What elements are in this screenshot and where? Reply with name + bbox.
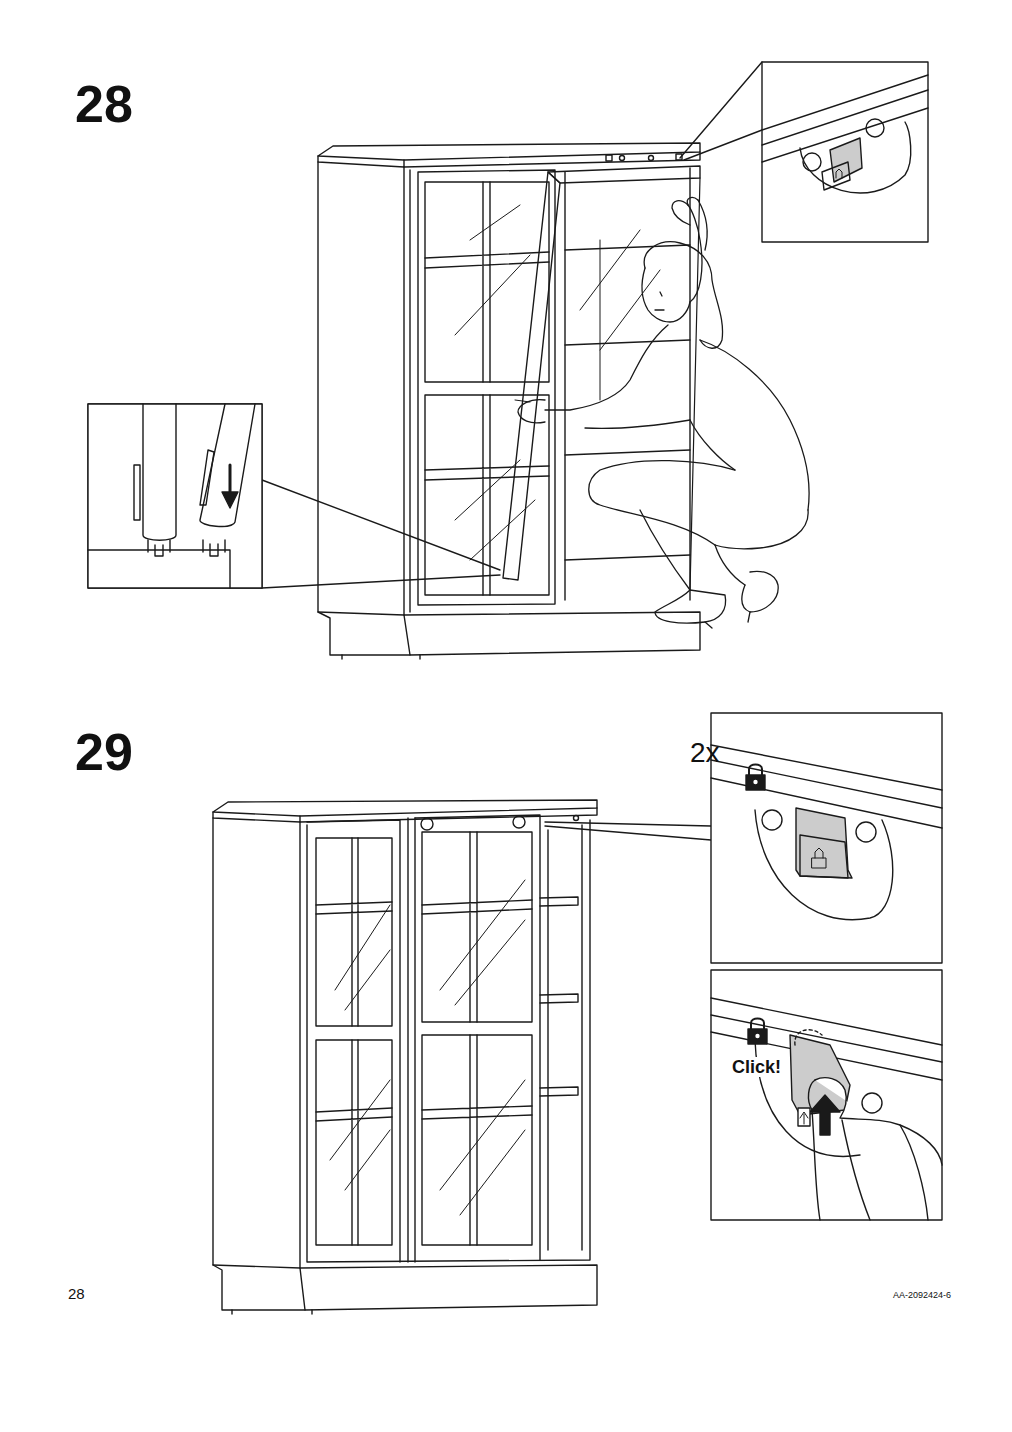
detail-inset xyxy=(680,62,928,242)
detail-inset xyxy=(545,713,942,963)
step-number: 29 xyxy=(75,726,133,778)
person-figure xyxy=(518,198,809,628)
sound-label: Click! xyxy=(730,1057,783,1077)
cabinet-step-29 xyxy=(213,800,597,1314)
quantity-label: 2x xyxy=(690,739,720,767)
document-code: AA-2092424-6 xyxy=(893,1291,951,1300)
step-number: 28 xyxy=(75,78,133,130)
detail-inset xyxy=(88,404,500,588)
detail-inset xyxy=(711,970,942,1220)
page-number: 28 xyxy=(68,1286,85,1301)
